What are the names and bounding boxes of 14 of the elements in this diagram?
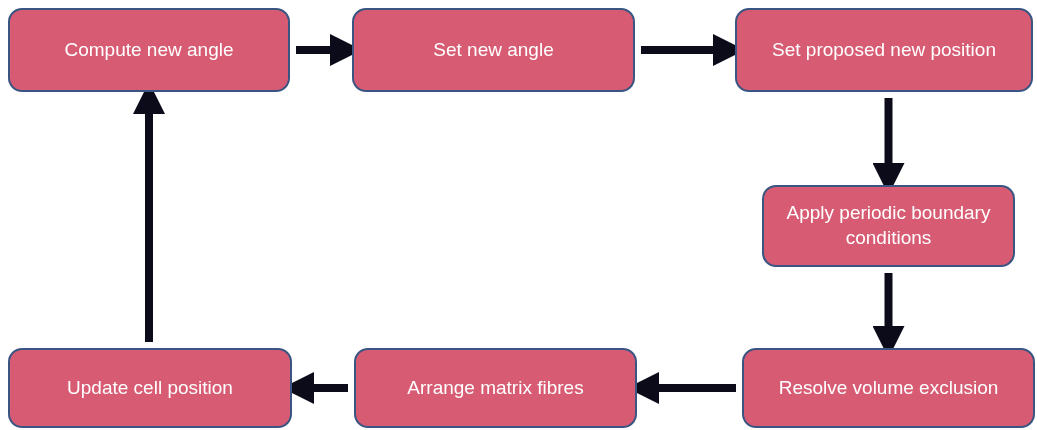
process-box [735,8,1033,92]
step-label: Resolve volume exclusion [778,375,999,400]
step-label: Arrange matrix fibres [407,375,584,400]
step-label: Apply periodic boundary conditions [785,201,992,250]
process-box [762,185,1015,267]
step-label: Compute new angle [64,37,234,62]
process-box [8,348,292,428]
process-box [354,348,637,428]
step-label: Set new angle [433,37,554,62]
process-box [352,8,635,92]
process-box [8,8,290,92]
step-label: Set proposed new position [772,37,996,62]
process-box [742,348,1035,428]
step-label: Update cell position [67,375,233,400]
